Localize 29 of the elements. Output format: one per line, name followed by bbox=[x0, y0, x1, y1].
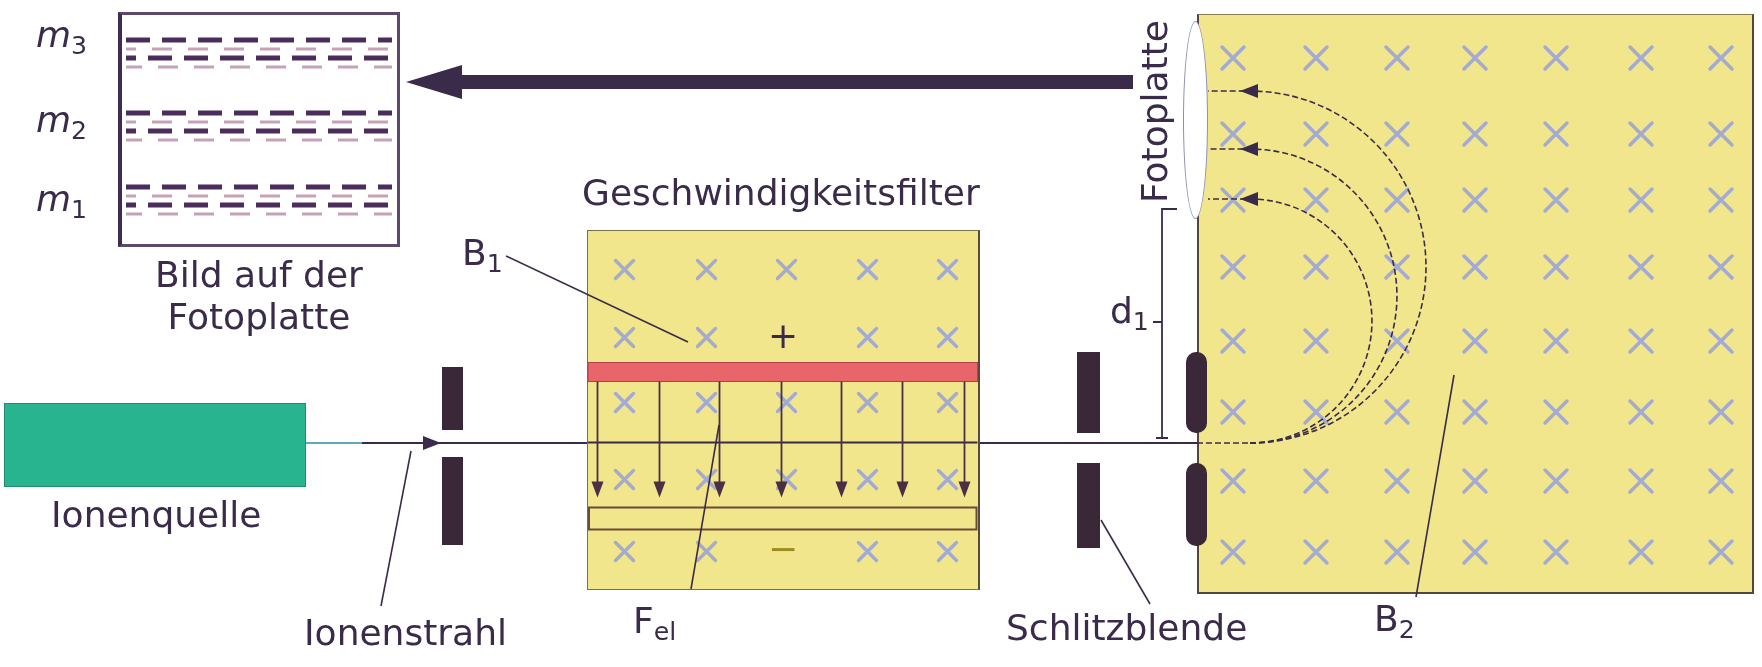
leader-line bbox=[380, 450, 412, 607]
arrow bbox=[406, 65, 1133, 99]
leader-line bbox=[690, 424, 720, 590]
plus-sign: + bbox=[768, 321, 799, 351]
ion-beam bbox=[1099, 442, 1198, 444]
ion-beam bbox=[979, 442, 1078, 444]
leader-line bbox=[1415, 374, 1455, 598]
mass-label: m$_{3}$ bbox=[36, 14, 88, 56]
field-label: B$_{2}$ bbox=[1374, 598, 1415, 640]
ion-beam bbox=[462, 442, 588, 444]
filter-title: Geschwindigkeitsfilter bbox=[582, 172, 980, 214]
ion-beam bbox=[305, 436, 443, 450]
source-label: Ionenquelle bbox=[51, 494, 262, 536]
minus-sign: − bbox=[768, 534, 799, 564]
slit-label: Schlitzblende bbox=[1006, 607, 1248, 649]
leader-line bbox=[1100, 519, 1151, 605]
image-caption: Bild auf der Fotoplatte bbox=[154, 254, 364, 338]
force-label: F$_{el}$ bbox=[633, 600, 677, 642]
mass-label: m$_{2}$ bbox=[36, 99, 88, 141]
mass-label: m$_{1}$ bbox=[36, 178, 88, 220]
magnetic-field-region bbox=[1197, 14, 1754, 594]
ion-trajectory bbox=[1196, 84, 1427, 444]
field-label: B$_{1}$ bbox=[462, 232, 503, 274]
slit-diaphragm bbox=[442, 367, 463, 545]
plate-label: Fotoplatte bbox=[1137, 20, 1173, 203]
dimension-label: d$_{1}$ bbox=[1110, 290, 1149, 332]
leader-line bbox=[505, 255, 689, 343]
slit-diaphragm bbox=[1077, 352, 1100, 548]
beam-label: Ionenstrahl bbox=[304, 612, 507, 654]
